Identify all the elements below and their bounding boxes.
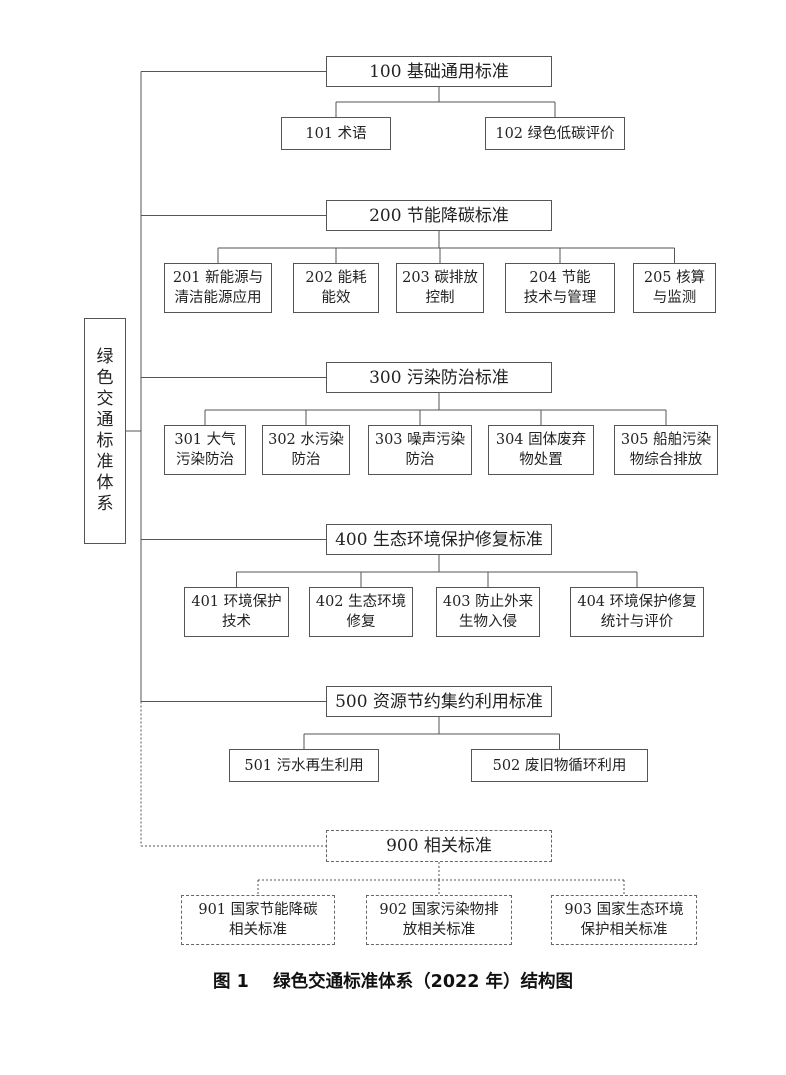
category-box-4: 400 生态环境保护修复标准 [326,524,552,555]
child-box-2-2: 202 能耗 能效 [293,263,379,313]
child-box-3-3: 303 噪声污染 防治 [368,425,472,475]
child-box-2-5: 205 核算 与监测 [633,263,716,313]
child-box-1-1: 101 术语 [281,117,391,150]
category-box-2: 200 节能降碳标准 [326,200,552,231]
child-box-3-5: 305 船舶污染 物综合排放 [614,425,718,475]
child-box-6-2: 902 国家污染物排 放相关标准 [366,895,512,945]
child-box-3-4: 304 固体废弃 物处置 [488,425,594,475]
child-box-2-3: 203 碳排放 控制 [396,263,484,313]
child-box-5-1: 501 污水再生利用 [229,749,379,782]
child-box-2-1: 201 新能源与 清洁能源应用 [164,263,272,313]
child-box-4-3: 403 防止外来 生物入侵 [436,587,540,637]
figure-caption: 图 1 绿色交通标准体系（2022 年）结构图 [213,972,573,992]
child-box-5-2: 502 废旧物循环利用 [471,749,648,782]
child-box-4-2: 402 生态环境 修复 [309,587,413,637]
child-box-1-2: 102 绿色低碳评价 [485,117,625,150]
child-box-2-4: 204 节能 技术与管理 [505,263,615,313]
child-box-3-1: 301 大气 污染防治 [164,425,246,475]
child-box-6-1: 901 国家节能降碳 相关标准 [181,895,335,945]
category-box-6: 900 相关标准 [326,830,552,862]
root-node: 绿 色 交 通 标 准 体 系 [84,318,126,544]
child-box-6-3: 903 国家生态环境 保护相关标准 [551,895,697,945]
child-box-4-1: 401 环境保护 技术 [184,587,289,637]
child-box-3-2: 302 水污染 防治 [262,425,350,475]
child-box-4-4: 404 环境保护修复 统计与评价 [570,587,704,637]
category-box-5: 500 资源节约集约利用标准 [326,686,552,717]
category-box-3: 300 污染防治标准 [326,362,552,393]
category-box-1: 100 基础通用标准 [326,56,552,87]
